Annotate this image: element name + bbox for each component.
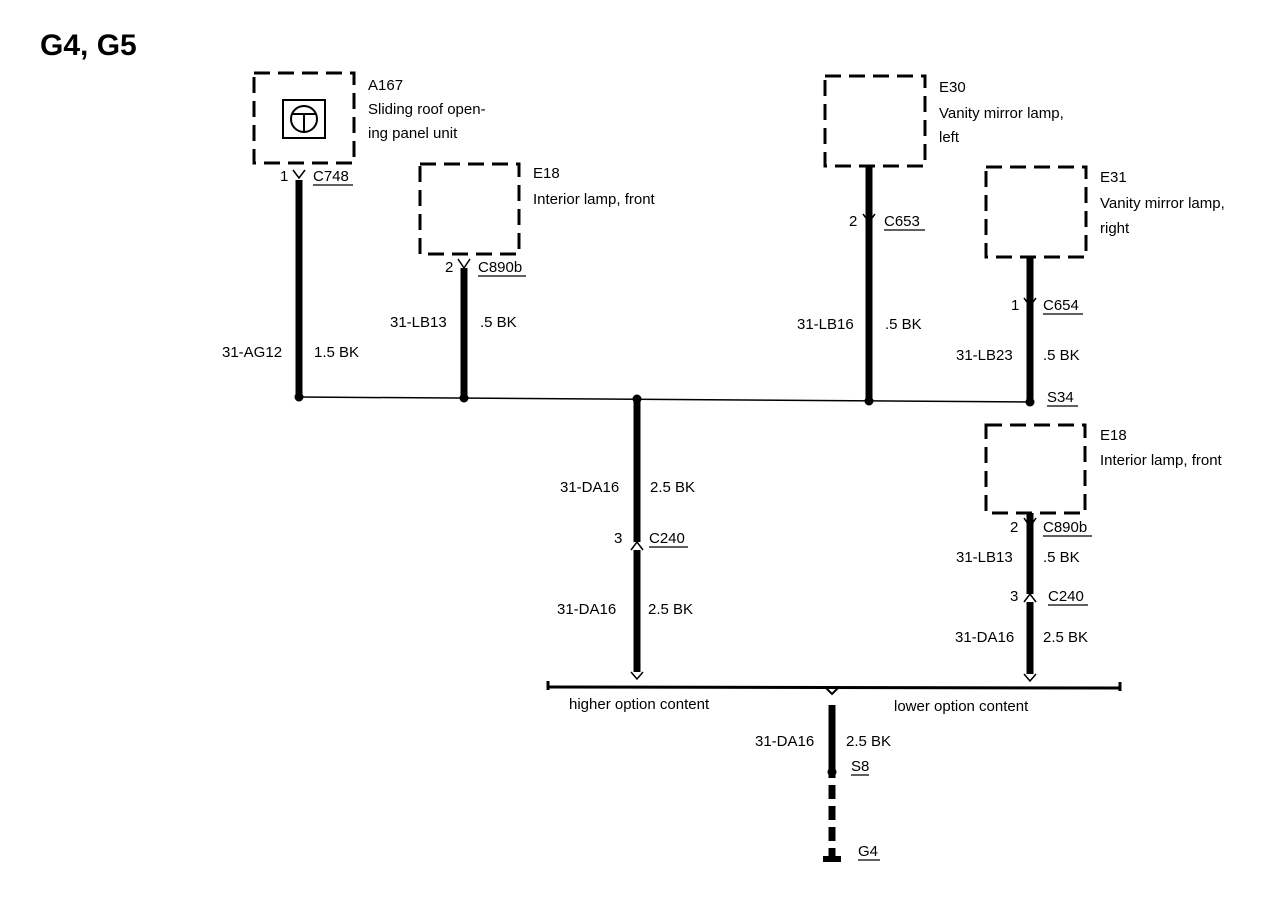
da16-bottom-spec: 2.5 BK [846, 733, 891, 750]
wire-end-icon [630, 671, 644, 681]
e30-box [823, 74, 927, 168]
e18-right-desc: Interior lamp, front [1100, 452, 1223, 469]
lb13-right-circuit: 31-LB13 [956, 549, 1013, 566]
a167-desc-line1: Sliding roof open- [368, 101, 486, 118]
e31-box [984, 165, 1088, 259]
splice-dot [1025, 397, 1035, 407]
e18-right-box [984, 423, 1087, 515]
higher-option-label: higher option content [569, 696, 710, 713]
da16-right-circuit: 31-DA16 [955, 629, 1014, 646]
e30-desc-line2: left [939, 129, 960, 146]
e30-desc-line1: Vanity mirror lamp, [939, 105, 1064, 122]
lower-option-label: lower option content [894, 698, 1029, 715]
e31-id: E31 [1100, 169, 1127, 186]
wire-end-icon [1023, 673, 1037, 683]
connector-c240-right: 3 C240 [1010, 588, 1088, 606]
splice-s8: S8 [851, 758, 869, 775]
splice-s34: S34 [1047, 389, 1074, 406]
c653-name: C653 [884, 213, 920, 230]
a167-box [252, 71, 356, 165]
option-bracket [546, 681, 1122, 696]
c748-name: C748 [313, 168, 349, 185]
component-e18-right: E18 Interior lamp, front [984, 423, 1223, 515]
lb13-top-circuit: 31-LB13 [390, 314, 447, 331]
component-e31: E31 Vanity mirror lamp, right [984, 165, 1225, 259]
c890b-top-name: C890b [478, 259, 522, 276]
component-e30: E30 Vanity mirror lamp, left [823, 74, 1064, 168]
ground-bus-line [298, 396, 1031, 403]
lb13-right-spec: .5 BK [1043, 549, 1080, 566]
c240-left-name: C240 [649, 530, 685, 547]
connector-symbol-icon [1023, 592, 1037, 603]
c654-name: C654 [1043, 297, 1079, 314]
splice-dot [864, 396, 874, 406]
component-e18-top: E18 Interior lamp, front [418, 162, 656, 256]
c653-pin: 2 [849, 213, 857, 230]
connector-c748: 1 C748 [280, 168, 353, 186]
lb16-spec: .5 BK [885, 316, 922, 333]
ag12-circuit: 31-AG12 [222, 344, 282, 361]
splice-dot [827, 767, 837, 777]
c240-right-name: C240 [1048, 588, 1084, 605]
connector-symbol-icon [457, 258, 471, 270]
da16-b-circuit: 31-DA16 [557, 601, 616, 618]
e18-right-id: E18 [1100, 427, 1127, 444]
c240-right-pin: 3 [1010, 588, 1018, 605]
connector-c890b-top: 2 C890b [445, 258, 526, 277]
connector-symbol-icon [292, 169, 306, 180]
da16-a-spec: 2.5 BK [650, 479, 695, 496]
c890b-right-name: C890b [1043, 519, 1087, 536]
e31-desc-line2: right [1100, 220, 1130, 237]
c240-left-pin: 3 [614, 530, 622, 547]
a167-desc-line2: ing panel unit [368, 125, 458, 142]
e30-id: E30 [939, 79, 966, 96]
c748-pin: 1 [280, 168, 288, 185]
lb13-top-spec: .5 BK [480, 314, 517, 331]
component-a167: A167 Sliding roof open- ing panel unit [252, 71, 486, 165]
c890b-top-pin: 2 [445, 259, 453, 276]
e18-top-id: E18 [533, 165, 560, 182]
da16-b-spec: 2.5 BK [648, 601, 693, 618]
splice-dot [459, 393, 469, 403]
da16-a-circuit: 31-DA16 [560, 479, 619, 496]
c890b-right-pin: 2 [1010, 519, 1018, 536]
diagram-title: G4, G5 [40, 29, 137, 62]
splice-dot [294, 392, 304, 402]
connector-c653: 2 C653 [849, 213, 925, 231]
da16-right-spec: 2.5 BK [1043, 629, 1088, 646]
connector-symbol-icon [630, 540, 644, 551]
e18-top-desc: Interior lamp, front [533, 191, 656, 208]
connector-c890b-right: 2 C890b [1010, 517, 1092, 537]
ag12-spec: 1.5 BK [314, 344, 359, 361]
ground-icon [823, 856, 841, 862]
lb23-spec: .5 BK [1043, 347, 1080, 364]
c654-pin: 1 [1011, 297, 1019, 314]
connector-c240-left: 3 C240 [614, 530, 688, 551]
e31-desc-line1: Vanity mirror lamp, [1100, 195, 1225, 212]
motor-symbol-icon [282, 99, 326, 139]
e18-top-box [418, 162, 521, 256]
connector-c654: 1 C654 [1011, 297, 1083, 315]
da16-bottom-circuit: 31-DA16 [755, 733, 814, 750]
a167-id: A167 [368, 77, 403, 94]
lb23-circuit: 31-LB23 [956, 347, 1013, 364]
ground-g4: G4 [858, 843, 878, 860]
lb16-circuit: 31-LB16 [797, 316, 854, 333]
